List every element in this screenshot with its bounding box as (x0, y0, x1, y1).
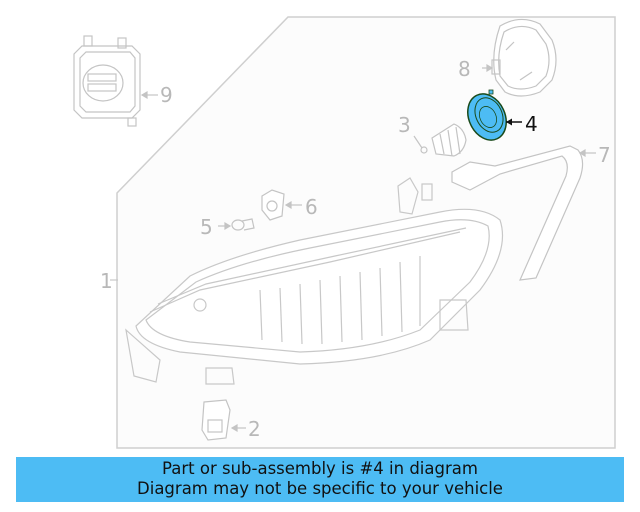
callout-7: 7 (598, 143, 611, 167)
banner-line-part: Part or sub-assembly is #4 in diagram (162, 459, 478, 478)
part-7-trim-seal[interactable] (451, 145, 596, 281)
callout-1: 1 (100, 269, 113, 293)
part-1-headlamp-assembly[interactable] (110, 177, 504, 385)
callout-2: 2 (248, 417, 261, 441)
callout-9: 9 (160, 83, 173, 107)
part-9-ballast-module[interactable] (73, 35, 158, 127)
parts-diagram: 9 8 4 3 7 (73, 16, 616, 449)
part-6-socket[interactable] (261, 189, 302, 221)
callout-4: 4 (525, 112, 538, 136)
part-info-banner: Part or sub-assembly is #4 in diagram Di… (16, 457, 624, 502)
callout-6: 6 (305, 195, 318, 219)
part-5-bulb[interactable] (218, 218, 255, 231)
part-4-dust-cap[interactable] (461, 88, 522, 147)
callout-8: 8 (458, 57, 471, 81)
callout-5: 5 (200, 215, 213, 239)
part-8-led-module[interactable] (482, 18, 557, 97)
part-2-connector[interactable] (201, 399, 246, 441)
part-3-bulb-socket[interactable] (413, 123, 467, 157)
banner-line-disclaimer: Diagram may not be specific to your vehi… (137, 479, 503, 498)
callout-3: 3 (398, 113, 411, 137)
